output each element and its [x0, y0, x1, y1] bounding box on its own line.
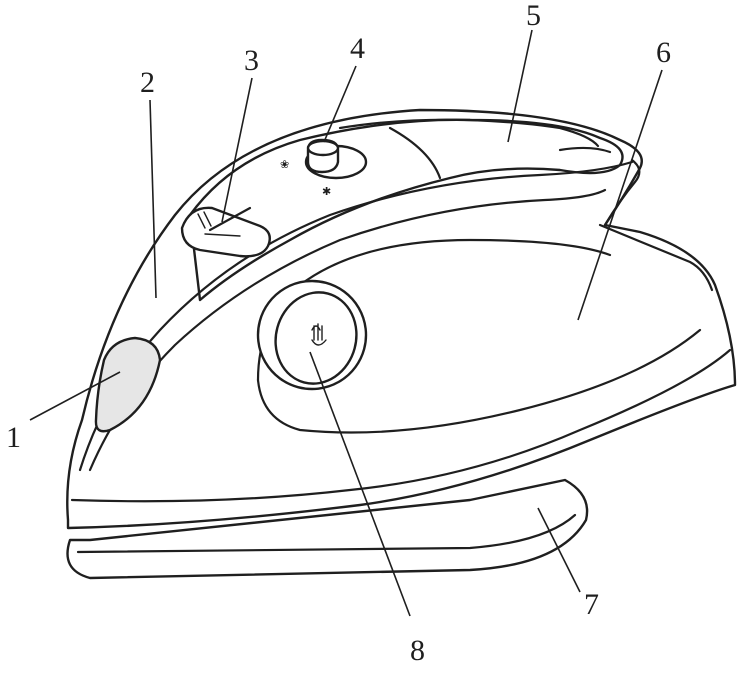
leader-2: [149, 99, 157, 299]
water-inlet: [94, 336, 162, 433]
steam-selector: [180, 206, 271, 258]
leader-7: [537, 507, 581, 593]
leader-8: [309, 351, 411, 617]
callout-labels: 1 2 3 4 5 6 7 8: [6, 0, 671, 667]
callout-3: 3: [244, 44, 259, 77]
callout-2: 2: [140, 66, 155, 99]
steam-burst-button: [256, 279, 368, 391]
callout-4: 4: [350, 32, 365, 65]
leader-1: [29, 371, 121, 421]
callout-7: 7: [584, 588, 599, 621]
callout-8: 8: [410, 634, 425, 667]
dial-max-icon: ✱: [322, 185, 331, 198]
leader-5: [507, 29, 533, 143]
leader-4: [323, 65, 357, 143]
leader-6: [577, 69, 663, 321]
leader-3: [221, 77, 253, 223]
leader-lines: [29, 29, 663, 617]
callout-5: 5: [526, 0, 541, 32]
callout-1: 1: [6, 421, 21, 454]
temperature-dial: ❀ ✱: [280, 138, 368, 198]
callout-6: 6: [656, 36, 671, 69]
soleplate: [66, 478, 589, 580]
dial-min-icon: ❀: [280, 158, 289, 171]
